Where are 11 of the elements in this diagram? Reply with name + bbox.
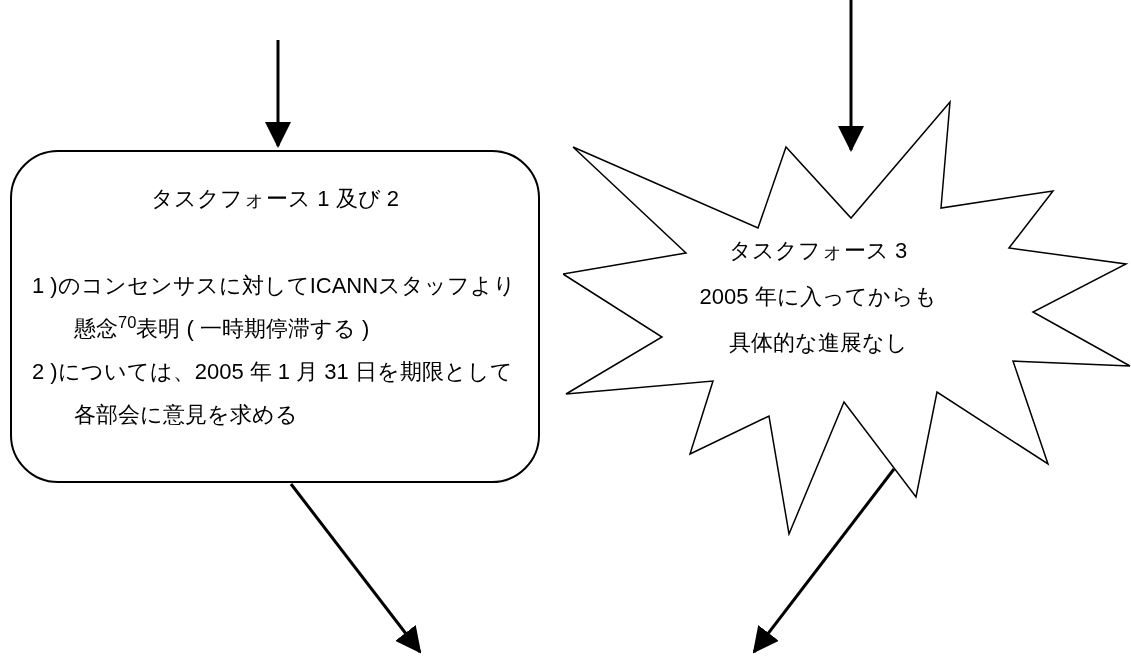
burst-text: 具体的な進展なし	[728, 329, 908, 357]
rounded-box	[10, 150, 540, 483]
arrow	[838, 0, 864, 152]
burst-text: 2005 年に入ってからも	[699, 283, 937, 311]
burst-text: タスクフォース 3	[728, 237, 908, 265]
arrow	[289, 483, 422, 654]
box-heading: タスクフォース 1 及び 2	[150, 185, 400, 213]
box-text: 2 )については、2005 年 1 月 31 日を期限として各部会に意見を求める	[32, 358, 514, 429]
arrow	[752, 468, 896, 654]
arrow	[265, 40, 291, 148]
box-text: 1 )のコンセンサスに対してICANNスタッフより懸念$^{70}$表明 ( 一時期停滞する )	[32, 272, 518, 343]
